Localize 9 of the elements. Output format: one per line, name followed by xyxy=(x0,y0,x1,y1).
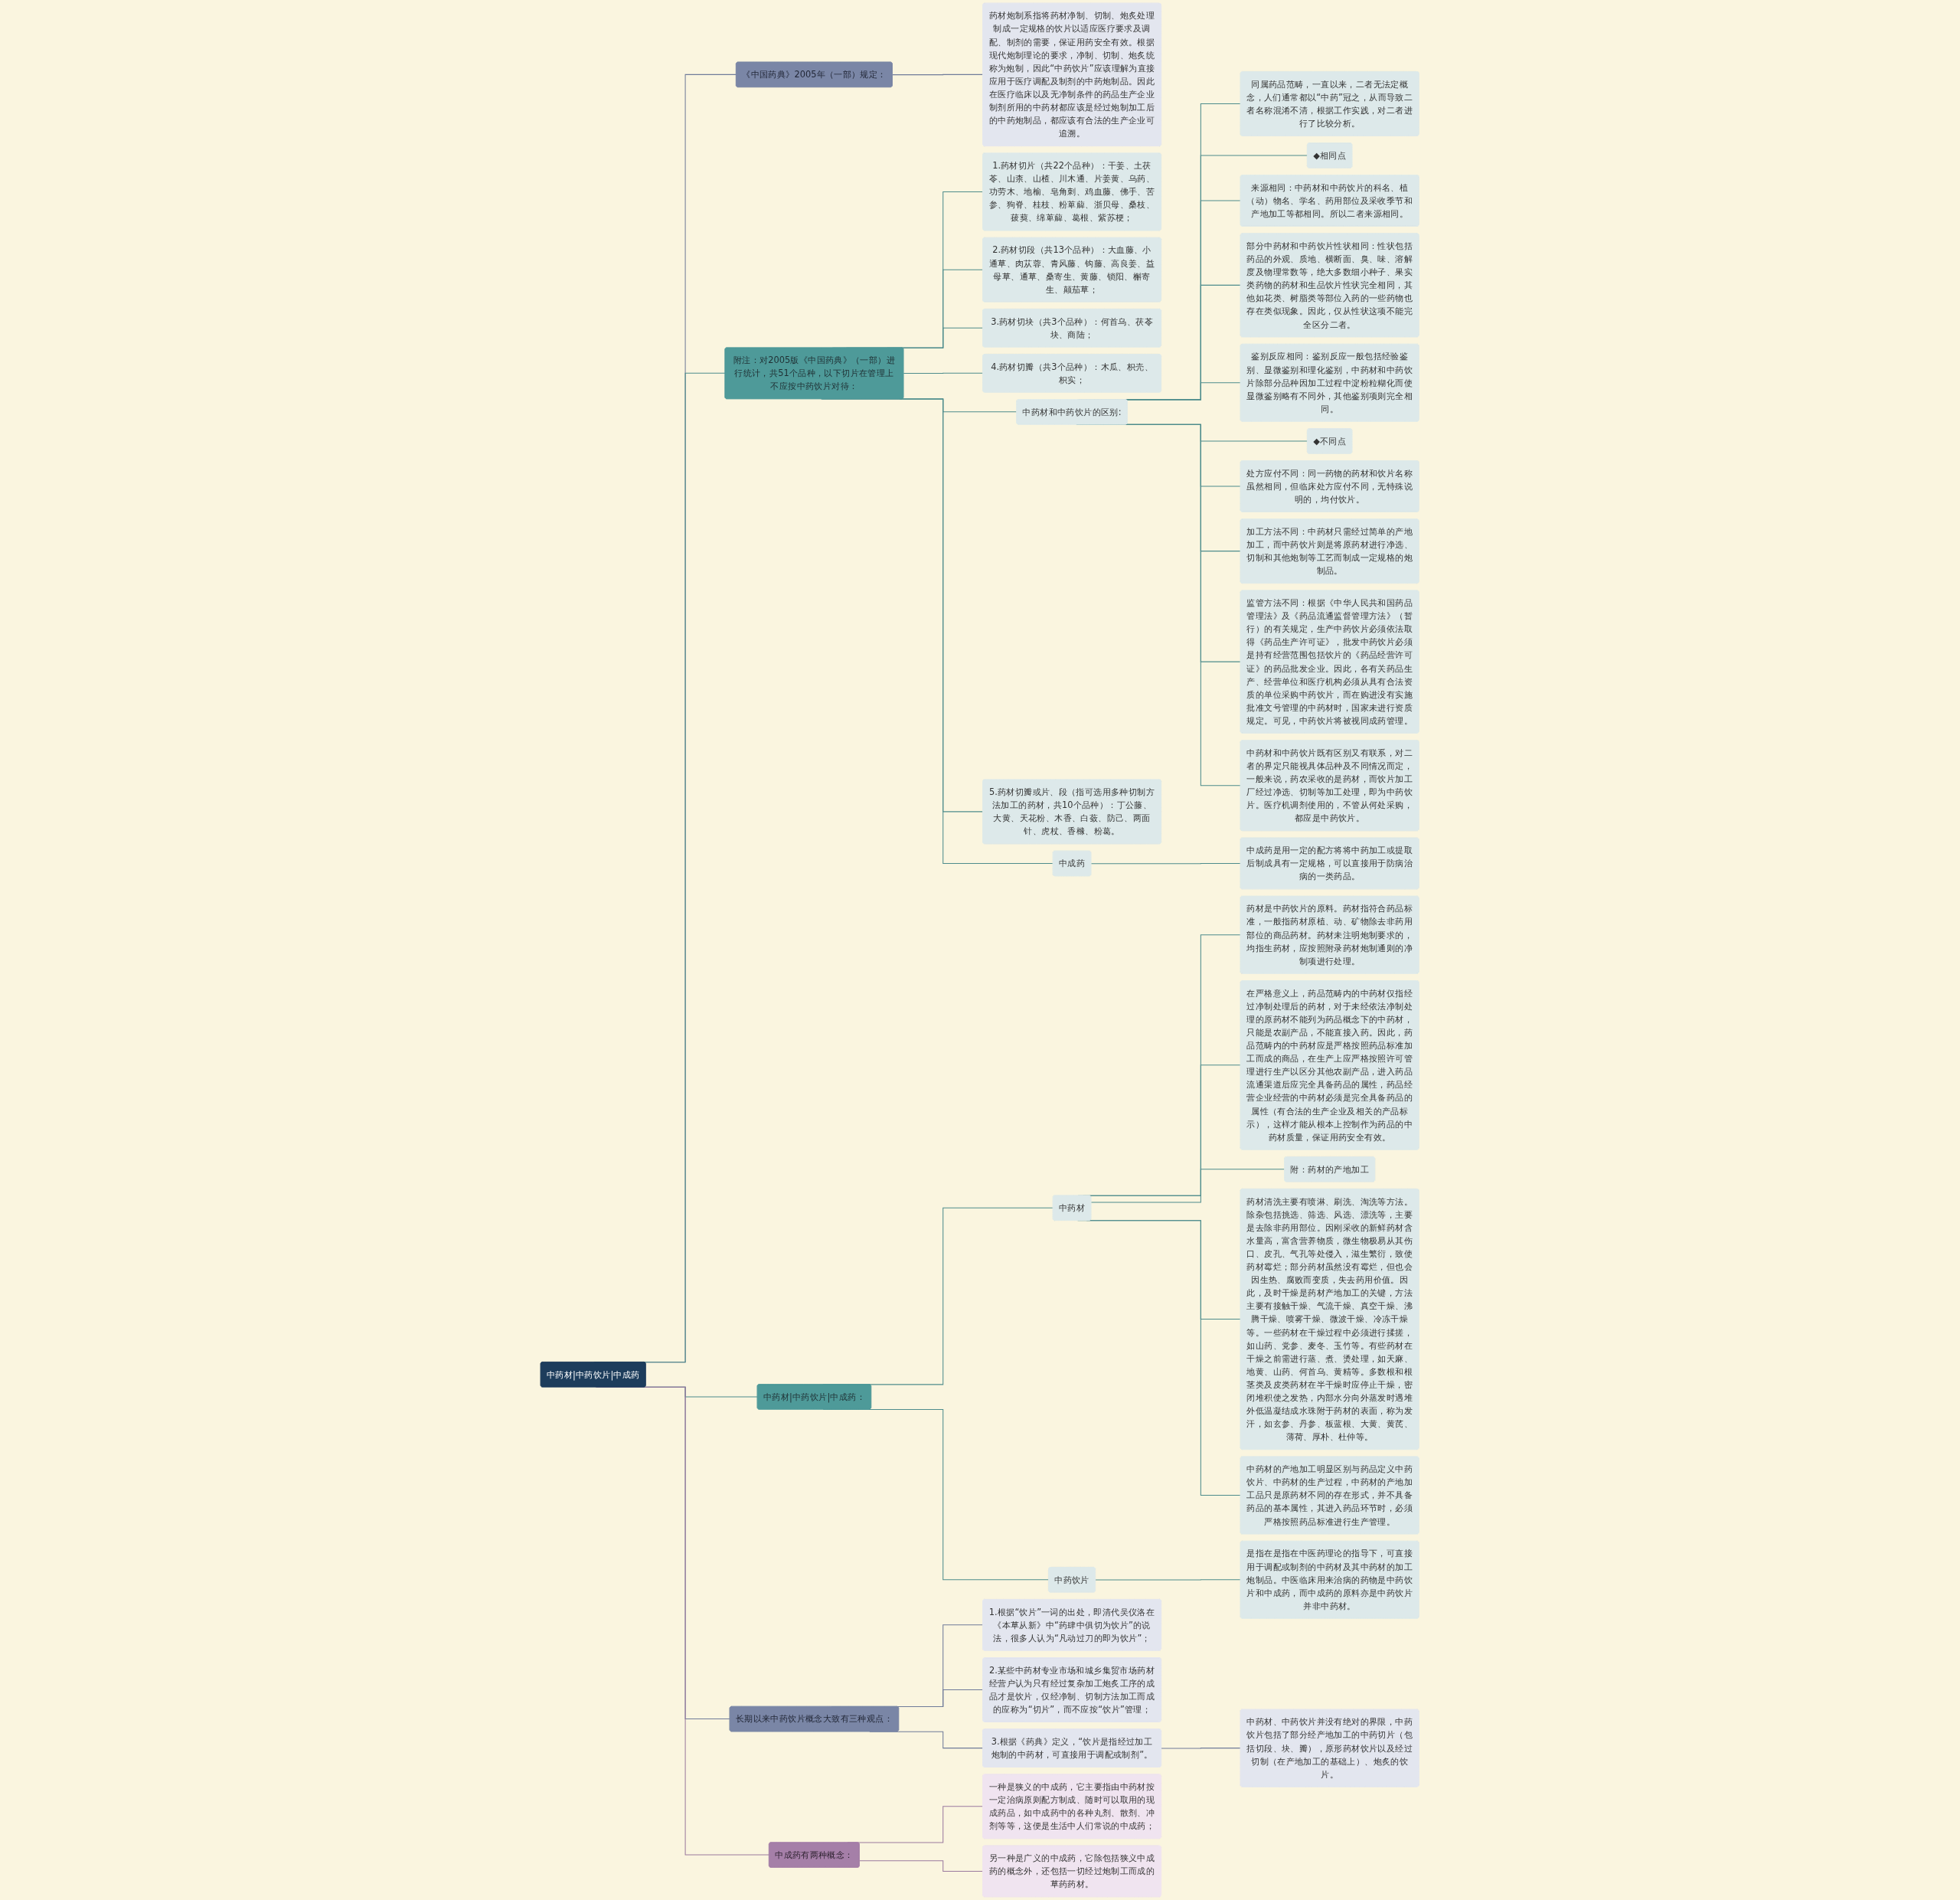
connector xyxy=(1095,1579,1242,1581)
connector xyxy=(1090,862,1242,865)
connector xyxy=(1126,382,1242,401)
connector xyxy=(859,1860,984,1872)
connector xyxy=(903,372,984,374)
connector xyxy=(1090,1169,1285,1203)
connector xyxy=(892,74,984,76)
connector xyxy=(1126,423,1308,442)
connector xyxy=(1161,1748,1242,1749)
